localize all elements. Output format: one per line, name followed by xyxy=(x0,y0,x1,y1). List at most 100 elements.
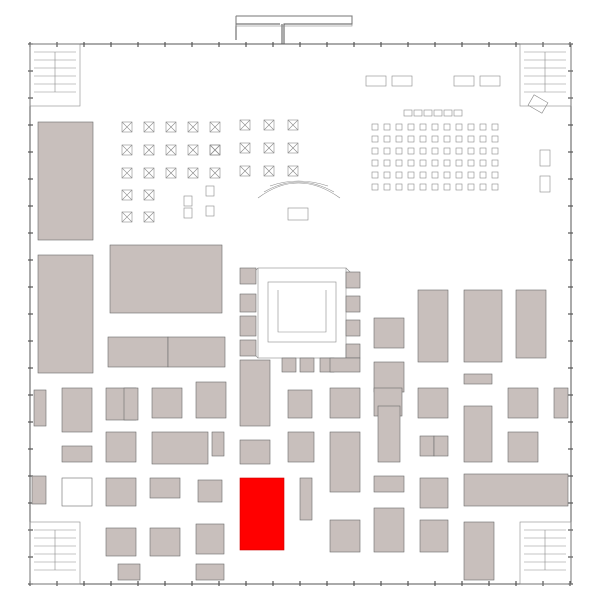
booth[interactable] xyxy=(515,289,547,359)
booth[interactable] xyxy=(149,527,181,557)
booth[interactable] xyxy=(211,431,225,457)
booth[interactable] xyxy=(553,387,569,419)
cafe-table xyxy=(479,147,487,155)
booth-layer xyxy=(31,121,569,581)
booth[interactable] xyxy=(373,361,405,393)
cafe-table xyxy=(443,159,451,167)
booth[interactable] xyxy=(287,431,315,463)
cafe-table xyxy=(371,123,379,131)
booth[interactable] xyxy=(373,317,405,349)
central-stage xyxy=(249,267,355,359)
cafe-table xyxy=(371,171,379,179)
cafe-table xyxy=(431,135,439,143)
booth[interactable] xyxy=(345,343,361,359)
booth[interactable] xyxy=(151,431,209,465)
cafe-table xyxy=(419,135,427,143)
booth[interactable] xyxy=(463,289,503,363)
booth[interactable] xyxy=(377,405,401,463)
booth[interactable] xyxy=(61,445,93,463)
booth[interactable] xyxy=(373,475,405,493)
lounge-sofa xyxy=(391,75,413,87)
booth[interactable] xyxy=(329,431,361,493)
cafe-table xyxy=(455,123,463,131)
cafe-table xyxy=(431,147,439,155)
cafe-table xyxy=(453,109,463,117)
booth[interactable] xyxy=(239,293,257,313)
booth[interactable] xyxy=(239,267,257,285)
booth[interactable] xyxy=(239,339,257,357)
lounge-chair xyxy=(205,205,215,217)
booth[interactable] xyxy=(463,373,493,385)
booth[interactable] xyxy=(329,387,361,419)
cafe-table xyxy=(419,159,427,167)
booth[interactable] xyxy=(299,477,313,521)
booth[interactable] xyxy=(239,315,257,337)
booth[interactable] xyxy=(345,319,361,337)
booth[interactable] xyxy=(167,336,226,368)
booth[interactable] xyxy=(117,563,141,581)
booth[interactable] xyxy=(287,389,313,419)
cafe-table xyxy=(467,147,475,155)
booth[interactable] xyxy=(463,521,495,581)
cafe-table xyxy=(395,171,403,179)
booth[interactable] xyxy=(417,387,449,419)
cafe-table xyxy=(383,171,391,179)
table-symbol xyxy=(263,119,275,131)
side-table xyxy=(539,175,551,193)
booth[interactable] xyxy=(433,435,449,457)
booth[interactable] xyxy=(33,389,47,427)
lounge-chair xyxy=(205,185,215,197)
booth[interactable] xyxy=(417,289,449,363)
booth[interactable] xyxy=(239,439,271,465)
cafe-table xyxy=(419,183,427,191)
booth[interactable] xyxy=(507,387,539,419)
booth[interactable] xyxy=(109,244,223,314)
booth[interactable] xyxy=(507,431,539,463)
booth[interactable] xyxy=(151,387,183,419)
booth[interactable] xyxy=(463,473,569,507)
booth[interactable] xyxy=(37,121,94,241)
booth[interactable] xyxy=(329,357,361,373)
booth[interactable] xyxy=(345,295,361,313)
cafe-table xyxy=(407,147,415,155)
cafe-table xyxy=(431,159,439,167)
empty-booth[interactable] xyxy=(61,477,93,507)
cafe-table xyxy=(443,135,451,143)
cafe-table xyxy=(479,123,487,131)
booth[interactable] xyxy=(281,357,297,373)
booth[interactable] xyxy=(123,387,139,421)
cafe-table xyxy=(407,135,415,143)
table-symbol xyxy=(143,121,155,133)
booth[interactable] xyxy=(419,519,449,553)
booth[interactable] xyxy=(37,254,94,374)
booth[interactable] xyxy=(149,477,181,499)
table-symbol xyxy=(239,165,251,177)
booth[interactable] xyxy=(105,527,137,557)
booth[interactable] xyxy=(61,387,93,433)
booth[interactable] xyxy=(195,381,227,419)
booth[interactable] xyxy=(373,507,405,553)
booth[interactable] xyxy=(345,271,361,289)
table-symbol xyxy=(121,189,133,201)
cafe-table xyxy=(443,123,451,131)
table-symbol xyxy=(165,144,177,156)
cafe-table xyxy=(423,109,433,117)
booth[interactable] xyxy=(419,435,435,457)
booth[interactable] xyxy=(107,336,169,368)
booth[interactable] xyxy=(239,359,271,427)
cafe-table xyxy=(383,123,391,131)
booth[interactable] xyxy=(31,475,47,505)
selected-booth[interactable] xyxy=(239,477,285,551)
booth[interactable] xyxy=(329,519,361,553)
cafe-table xyxy=(455,171,463,179)
booth[interactable] xyxy=(463,405,493,463)
booth[interactable] xyxy=(299,357,315,373)
booth[interactable] xyxy=(195,523,225,555)
booth[interactable] xyxy=(105,431,137,463)
booth[interactable] xyxy=(195,563,225,581)
booth[interactable] xyxy=(419,477,449,509)
cafe-table xyxy=(491,183,499,191)
booth[interactable] xyxy=(197,479,223,503)
cafe-table xyxy=(467,123,475,131)
booth[interactable] xyxy=(105,477,137,507)
